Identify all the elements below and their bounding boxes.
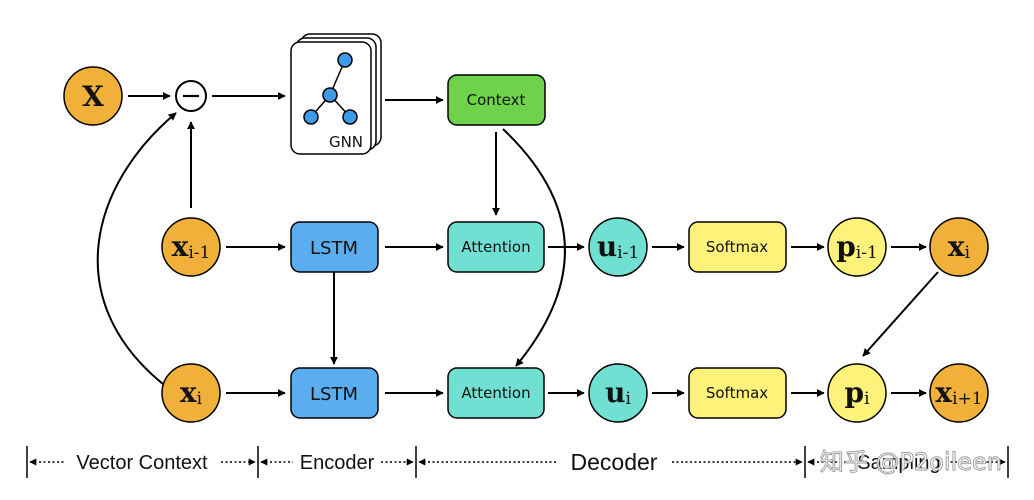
node-p-cur: pi xyxy=(827,363,887,423)
svg-text:ui-1: ui-1 xyxy=(597,230,639,263)
lstm-bottom-label: LSTM xyxy=(310,384,358,405)
node-x-next: xi+1 xyxy=(929,363,989,423)
u-prev-base: u xyxy=(597,230,617,263)
attention-top-label: Attention xyxy=(461,238,530,256)
softmax-bottom-label: Softmax xyxy=(706,384,768,402)
x-prev-base: x xyxy=(172,230,189,263)
u-cur-base: u xyxy=(605,376,625,409)
u-prev-sub: i-1 xyxy=(617,243,639,263)
svg-text:pi: pi xyxy=(844,376,870,409)
node-u-cur: ui xyxy=(588,363,648,423)
section-vector-context: Vector Context xyxy=(76,452,208,474)
x-out-top-sub: i xyxy=(965,243,971,263)
context-box: Context xyxy=(447,74,546,126)
gnn-label: GNN xyxy=(329,133,363,151)
watermark: 知乎 @P2oileen xyxy=(820,448,1002,476)
gnn-block: GNN xyxy=(290,33,382,155)
x-prev-sub: i-1 xyxy=(188,243,210,263)
x-cur-sub: i xyxy=(197,389,203,409)
arrow-xi-to-minus xyxy=(96,112,177,385)
lstm-bottom-box: LSTM xyxy=(290,367,379,419)
node-u-prev: ui-1 xyxy=(588,217,648,277)
section-ruler: Vector Context Encoder Decoder Sampling xyxy=(26,446,1009,478)
u-cur-sub: i xyxy=(625,389,631,409)
arrow-x-out-to-p xyxy=(862,271,939,357)
svg-text:ui: ui xyxy=(605,376,631,409)
node-x-cur: xi xyxy=(161,363,221,423)
attention-bottom-label: Attention xyxy=(461,384,530,402)
svg-text:xi: xi xyxy=(180,376,203,409)
context-label: Context xyxy=(467,91,526,109)
arrow-context-to-attention-bottom xyxy=(502,128,566,367)
x-cur-base: x xyxy=(180,376,197,409)
node-x-out-top: xi xyxy=(929,217,989,277)
node-x-prev: xi-1 xyxy=(161,217,221,277)
svg-text:xi: xi xyxy=(948,230,971,263)
softmax-bottom-box: Softmax xyxy=(688,367,787,419)
p-cur-sub: i xyxy=(864,389,870,409)
lstm-top-label: LSTM xyxy=(310,238,358,259)
svg-text:xi-1: xi-1 xyxy=(172,230,211,263)
lstm-top-box: LSTM xyxy=(290,221,379,273)
softmax-top-box: Softmax xyxy=(688,221,787,273)
attention-top-box: Attention xyxy=(447,221,545,273)
x-next-base: x xyxy=(935,376,952,409)
svg-text:xi+1: xi+1 xyxy=(935,376,982,409)
svg-text:X: X xyxy=(82,80,104,113)
node-minus-operator xyxy=(175,80,207,112)
x-next-sub: i+1 xyxy=(952,389,983,409)
p-cur-base: p xyxy=(844,376,864,409)
node-x-input: X xyxy=(63,66,123,126)
x-input-base: X xyxy=(82,80,104,113)
p-prev-base: p xyxy=(836,230,856,263)
softmax-top-label: Softmax xyxy=(706,238,768,256)
section-encoder: Encoder xyxy=(300,452,375,474)
graph-icon xyxy=(303,52,358,125)
x-out-top-base: x xyxy=(948,230,965,263)
connectors xyxy=(96,92,939,397)
attention-bottom-box: Attention xyxy=(447,367,545,419)
p-prev-sub: i-1 xyxy=(856,243,878,263)
node-p-prev: pi-1 xyxy=(827,217,887,277)
section-decoder: Decoder xyxy=(571,449,658,475)
svg-text:pi-1: pi-1 xyxy=(836,230,878,263)
section-sampling: Sampling xyxy=(857,452,940,474)
